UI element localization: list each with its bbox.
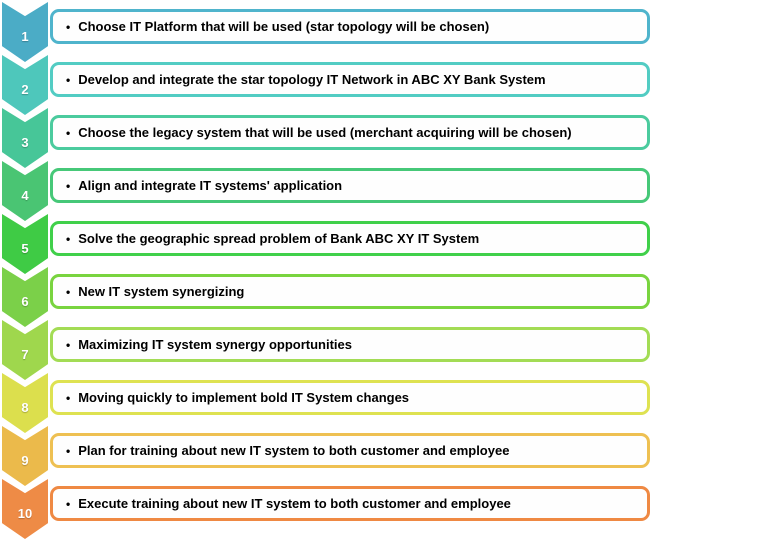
step-number: 9	[21, 453, 29, 468]
step-chevron: 5	[2, 214, 48, 274]
step-chevron: 4	[2, 161, 48, 221]
step-label: Choose IT Platform that will be used (st…	[78, 19, 490, 34]
step-label: Develop and integrate the star topology …	[78, 72, 546, 87]
step-number: 7	[21, 347, 29, 362]
step-box: • Solve the geographic spread problem of …	[50, 221, 650, 256]
step-label: Moving quickly to implement bold IT Syst…	[78, 390, 410, 405]
step-number: 4	[21, 188, 29, 203]
step-text: • Develop and integrate the star topology…	[53, 72, 546, 87]
bullet-icon: •	[66, 126, 71, 140]
bullet-icon: •	[66, 285, 71, 299]
step-number: 8	[21, 400, 29, 415]
step-box: • Maximizing IT system synergy opportunit…	[50, 327, 650, 362]
step-chevron: 7	[2, 320, 48, 380]
step-number: 2	[21, 82, 29, 97]
bullet-icon: •	[66, 20, 71, 34]
step-label: Plan for training about new IT system to…	[78, 443, 510, 458]
bullet-icon: •	[66, 179, 71, 193]
step-label: Align and integrate IT systems' applicat…	[78, 178, 343, 193]
step-text: • Maximizing IT system synergy opportunit…	[53, 337, 352, 352]
step-text: • Align and integrate IT systems' applica…	[53, 178, 342, 193]
step-box: • Align and integrate IT systems' applica…	[50, 168, 650, 203]
step-text: • Choose the legacy system that will be u…	[53, 125, 572, 140]
step-chevron: 3	[2, 108, 48, 168]
step-box: • Choose IT Platform that will be used (s…	[50, 9, 650, 44]
bullet-icon: •	[66, 73, 71, 87]
step-chevron: 6	[2, 267, 48, 327]
step-box: • Plan for training about new IT system t…	[50, 433, 650, 468]
step-number: 3	[21, 135, 29, 150]
step-number: 10	[17, 506, 33, 521]
step-label: Maximizing IT system synergy opportuniti…	[78, 337, 352, 352]
step-number: 5	[21, 241, 29, 256]
step-label: Solve the geographic spread problem of B…	[78, 231, 480, 246]
step-text: • Execute training about new IT system to…	[53, 496, 511, 511]
bullet-icon: •	[66, 338, 71, 352]
step-box: • New IT system synergizing	[50, 274, 650, 309]
step-label: New IT system synergizing	[78, 284, 245, 299]
step-box: • Choose the legacy system that will be u…	[50, 115, 650, 150]
step-box: • Moving quickly to implement bold IT Sys…	[50, 380, 650, 415]
step-number: 1	[21, 29, 29, 44]
step-chevron: 8	[2, 373, 48, 433]
step-label: Execute training about new IT system to …	[78, 496, 511, 511]
step-text: • New IT system synergizing	[53, 284, 244, 299]
step-text: • Plan for training about new IT system t…	[53, 443, 509, 458]
bullet-icon: •	[66, 391, 71, 405]
step-chevron: 1	[2, 2, 48, 62]
step-chevron: 10	[2, 479, 48, 539]
bullet-icon: •	[66, 232, 71, 246]
step-text: • Choose IT Platform that will be used (s…	[53, 19, 489, 34]
bullet-icon: •	[66, 444, 71, 458]
step-box: • Execute training about new IT system to…	[50, 486, 650, 521]
step-text: • Moving quickly to implement bold IT Sys…	[53, 390, 409, 405]
step-chevron: 9	[2, 426, 48, 486]
step-number: 6	[21, 294, 29, 309]
step-chevron: 2	[2, 55, 48, 115]
step-box: • Develop and integrate the star topology…	[50, 62, 650, 97]
step-text: • Solve the geographic spread problem of …	[53, 231, 479, 246]
bullet-icon: •	[66, 497, 71, 511]
step-label: Choose the legacy system that will be us…	[78, 125, 572, 140]
